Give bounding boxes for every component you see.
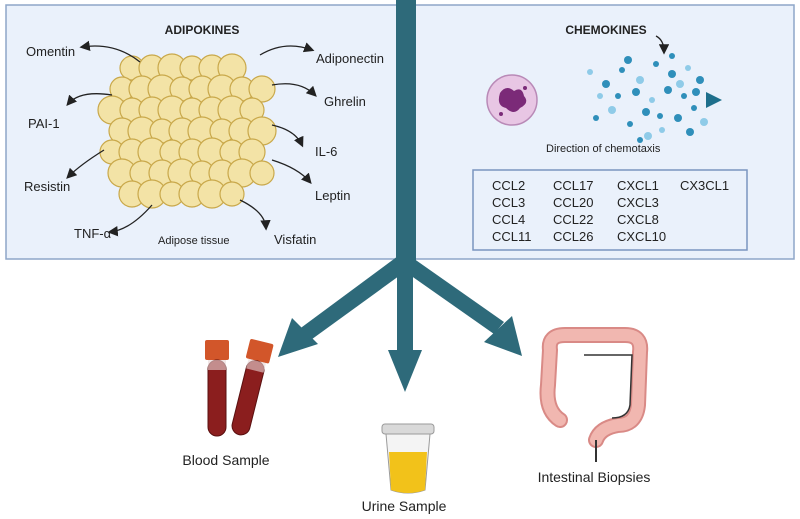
chemokine-cell: CXCL8 [617, 212, 659, 227]
adipokine-visfatin: Visfatin [274, 232, 316, 247]
chemokine-table: CCL2 CCL17 CXCL1 CX3CL1 CCL3 CCL20 CXCL3… [492, 178, 729, 244]
chemokine-particle [659, 127, 665, 133]
chemokine-particle [632, 88, 640, 96]
intestinal-biopsies-label: Intestinal Biopsies [538, 469, 651, 485]
chemokine-particle [644, 132, 652, 140]
chemokine-particle [624, 56, 632, 64]
chemokine-cell: CCL2 [492, 178, 525, 193]
chemokine-cell: CXCL10 [617, 229, 666, 244]
adipose-tissue-cluster [97, 53, 277, 209]
chemokine-particles [587, 53, 708, 143]
chemokine-particle [593, 115, 599, 121]
chemokine-particle [602, 80, 610, 88]
chemokine-cell: CCL3 [492, 195, 525, 210]
chemokine-pointer-arrow [655, 35, 670, 55]
chemokine-cell: CX3CL1 [680, 178, 729, 193]
chemokine-particle [668, 70, 676, 78]
urine-sample-label: Urine Sample [362, 498, 447, 514]
chemokines-title: CHEMOKINES [565, 23, 646, 37]
neutrophil-cell [486, 74, 538, 126]
blood-sample-label: Blood Sample [182, 452, 269, 468]
chemokine-particle [674, 114, 682, 122]
chemokine-particle [642, 108, 650, 116]
chemotaxis-arrowhead-icon [706, 92, 722, 108]
adipokine-pai1: PAI-1 [28, 116, 60, 131]
chemokine-particle [619, 67, 625, 73]
fat-cell [219, 181, 245, 207]
adipokines-title: ADIPOKINES [165, 23, 240, 37]
adipokine-tnf: TNF-α [74, 226, 112, 241]
intestine-colon-icon [539, 327, 649, 462]
chemokine-particle [686, 128, 694, 136]
chemotaxis-direction-label: Direction of chemotaxis [546, 143, 661, 155]
chemokine-cell: CCL17 [553, 178, 593, 193]
chemokine-cell: CXCL1 [617, 178, 659, 193]
chemokine-particle [685, 65, 691, 71]
adipokine-adiponectin: Adiponectin [316, 51, 384, 66]
chemokine-cell: CCL11 [492, 229, 532, 244]
chemokine-particle [676, 80, 684, 88]
adipokine-resistin: Resistin [24, 179, 70, 194]
adipokine-omentin: Omentin [26, 44, 75, 59]
chemokine-particle [637, 137, 643, 143]
chemokine-cell: CXCL3 [617, 195, 659, 210]
chemokine-particle [681, 93, 687, 99]
chemokine-table-box [472, 169, 748, 251]
blood-sample-tubes-icon [205, 339, 274, 437]
chemokine-particle [653, 61, 659, 67]
chemokine-particle [700, 118, 708, 126]
chemokine-particle [608, 106, 616, 114]
chemokine-particle [669, 53, 675, 59]
adipokine-ghrelin: Ghrelin [324, 94, 366, 109]
chemokine-particle [692, 88, 700, 96]
fat-cell [248, 75, 276, 103]
chemokine-particle [691, 105, 697, 111]
chemokine-cell: CCL4 [492, 212, 525, 227]
urine-sample-cup-icon [381, 423, 435, 494]
chemokine-cell: CCL22 [553, 212, 593, 227]
chemokine-particle [615, 93, 621, 99]
adipose-tissue-label: Adipose tissue [158, 235, 230, 247]
chemokine-particle [649, 97, 655, 103]
chemokine-particle [627, 121, 633, 127]
adipokine-il6: IL-6 [315, 144, 337, 159]
chemokine-particle [657, 113, 663, 119]
sample-branch-arrows [278, 0, 522, 392]
chemokine-particle [636, 76, 644, 84]
chemokine-cell: CCL20 [553, 195, 593, 210]
chemokine-cell: CCL26 [553, 229, 593, 244]
adipokine-arrows [66, 40, 317, 237]
chemokine-particle [597, 93, 603, 99]
fat-cell [249, 160, 275, 186]
chemokine-particle [587, 69, 593, 75]
chemokine-particle [696, 76, 704, 84]
chemokine-particle [664, 86, 672, 94]
adipokine-leptin: Leptin [315, 188, 350, 203]
